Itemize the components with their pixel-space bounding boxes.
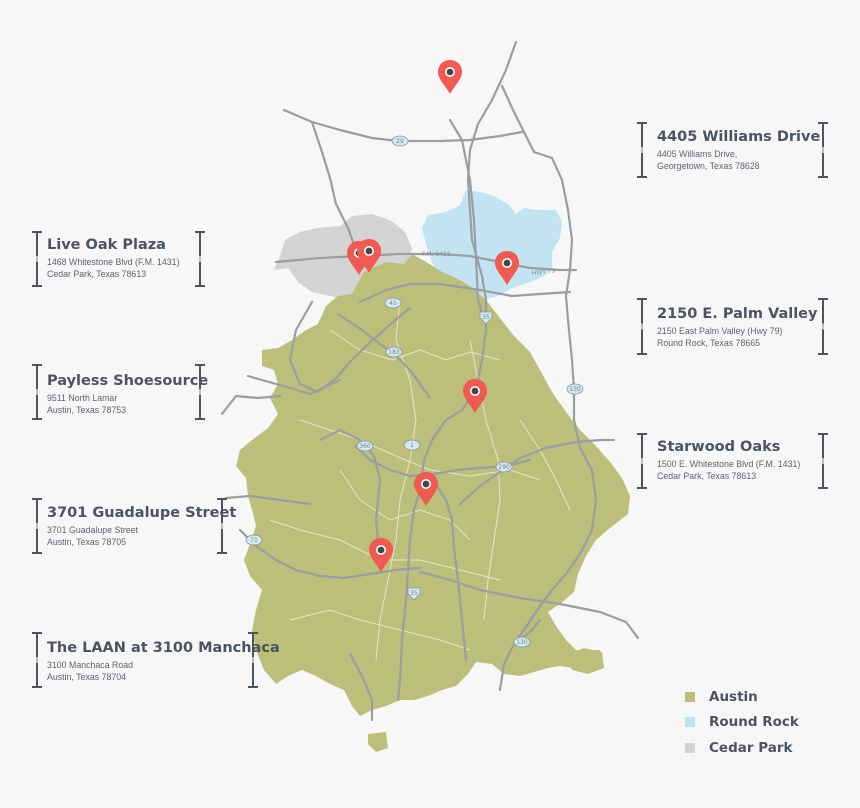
bracket-left [32,632,42,688]
legend-item-round-rock: Round Rock [685,710,799,736]
shield-290: 290 [495,461,513,473]
location-live-oak-plaza[interactable]: Live Oak Plaza 1468 Whitestone Blvd (F.M… [32,231,207,287]
location-4405-williams[interactable]: 4405 Williams Drive 4405 Williams Drive,… [637,122,832,178]
legend-swatch [685,717,695,728]
shield-183-label: 183 [388,349,400,356]
fm1431-label: F.M. 1431 [422,251,451,258]
legend-label: Cedar Park [709,739,793,756]
bracket-right [818,122,828,178]
location-title: 4405 Williams Drive [657,129,821,145]
road-shields: 29 45 183 35 130 1 360 290 71 35 130 [245,135,584,648]
bracket-right [217,498,227,554]
shield-71-label: 71 [250,537,258,544]
shield-35-south-label: 35 [410,590,418,597]
location-address-line1: 1468 Whitestone Blvd (F.M. 1431) [47,257,180,267]
shield-130-label: 130 [569,386,581,393]
legend-swatch [685,691,695,702]
legend-item-cedar-park: Cedar Park [685,735,799,761]
shield-360: 360 [356,440,374,452]
bracket-right [818,298,828,355]
bracket-left [637,433,647,489]
shield-1: 1 [403,439,421,451]
round-rock-area [422,190,562,300]
bracket-right [818,433,828,489]
pin-marker-georgetown[interactable] [438,60,462,94]
map-legend: Austin Round Rock Cedar Park [685,684,799,761]
location-address-line2: Austin, Texas 78705 [47,536,127,547]
cedar-park-area [274,214,412,306]
shield-360-label: 360 [359,443,371,450]
location-address-line1: 1500 E. Whitestone Blvd (F.M. 1431) [657,459,801,469]
shield-290-label: 290 [498,464,510,471]
location-title: 2150 E. Palm Valley [657,306,818,322]
bracket-left [32,498,42,554]
location-starwood-oaks[interactable]: Starwood Oaks 1500 E. Whitestone Blvd (F… [637,433,832,489]
bracket-left [32,231,42,287]
location-title: 3701 Guadalupe Street [47,505,237,521]
location-address-line1: 4405 Williams Drive, [657,149,738,159]
location-address-line2: Cedar Park, Texas 78613 [657,470,757,481]
shield-130: 130 [566,383,584,395]
location-address-line2: Round Rock, Texas 78665 [657,337,761,348]
shield-71: 71 [245,534,263,546]
shield-1-label: 1 [410,442,414,449]
location-address-line1: 3701 Guadalupe Street [47,525,138,535]
location-title: Live Oak Plaza [47,237,166,253]
location-title: Starwood Oaks [657,439,781,455]
location-address-line1: 2150 East Palm Valley (Hwy 79) [657,326,783,336]
location-address-line1: 3100 Manchaca Road [47,660,134,670]
shield-35-south: 35 [407,587,421,601]
bracket-left [32,364,42,420]
legend-swatch [685,742,695,753]
shield-29-label: 29 [396,138,404,145]
legend-label: Austin [709,688,758,705]
bracket-right [248,632,258,688]
legend-item-austin: Austin [685,684,799,710]
shield-45-label: 45 [389,300,397,307]
location-laan-manchaca[interactable]: The LAAN at 3100 Manchaca 3100 Manchaca … [32,632,280,688]
shield-130-south-label: 130 [516,639,528,646]
location-address-line2: Georgetown, Texas 78628 [657,160,760,171]
location-address-line2: Austin, Texas 78704 [47,671,127,682]
bracket-right [195,231,205,287]
location-title: The LAAN at 3100 Manchaca [47,640,280,656]
bracket-left [637,122,647,178]
shield-35: 35 [479,311,493,325]
austin-fragment [368,732,388,752]
shield-29: 29 [391,135,409,147]
location-3701-guadalupe[interactable]: 3701 Guadalupe Street 3701 Guadalupe Str… [32,498,236,554]
austin-fragment [596,484,630,520]
location-address-line2: Cedar Park, Texas 78613 [47,268,147,279]
location-title: Payless Shoesource [47,373,209,389]
location-palm-valley[interactable]: 2150 E. Palm Valley 2150 East Palm Valle… [637,298,832,355]
location-payless-shoesource[interactable]: Payless Shoesource 9511 North Lamar Aust… [32,364,209,420]
location-address-line1: 9511 North Lamar [47,393,118,403]
bracket-right [195,364,205,420]
shield-35-label: 35 [482,314,490,321]
austin-fragment [566,648,604,674]
shield-130-south: 130 [513,636,531,648]
location-address-line2: Austin, Texas 78753 [47,404,127,415]
shield-183: 183 [385,346,403,358]
hwy79-label: HWY 79 [531,268,555,277]
bracket-left [637,298,647,355]
shield-45: 45 [384,297,402,309]
legend-label: Round Rock [709,714,799,731]
